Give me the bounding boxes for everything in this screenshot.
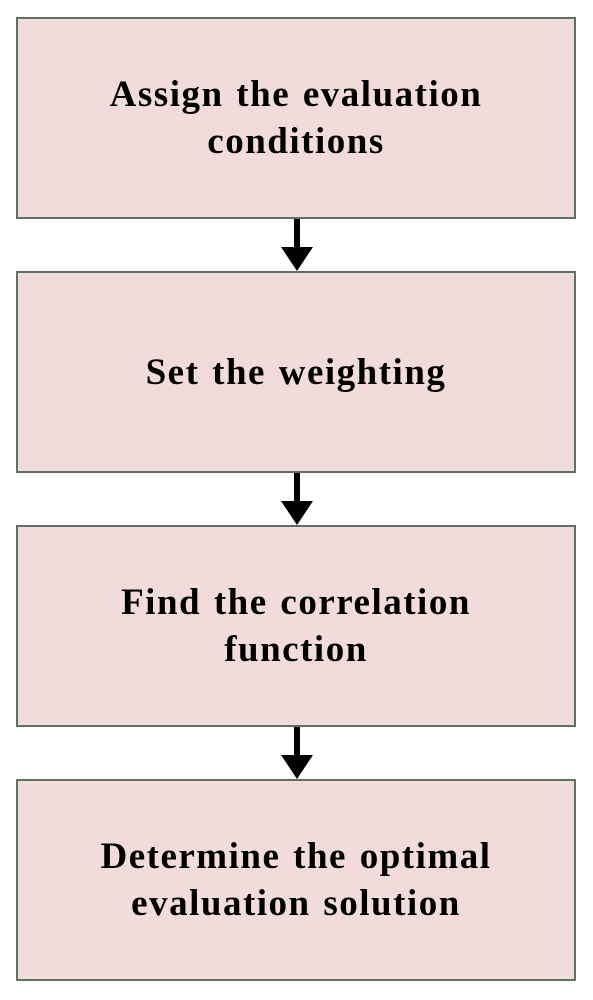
arrow-down-icon xyxy=(281,473,313,525)
step-optimal-solution-label: Determine the optimal evaluation solutio… xyxy=(100,836,492,924)
step-correlation-function-label: Find the correlation function xyxy=(121,582,471,670)
step-assign-conditions-label: Assign the evaluation conditions xyxy=(109,74,483,162)
step-optimal-solution-box: Determine the optimal evaluation solutio… xyxy=(16,779,576,981)
step-correlation-function-box: Find the correlation function xyxy=(16,525,576,727)
step-set-weighting-label: Set the weighting xyxy=(145,351,447,393)
arrow-down-icon xyxy=(281,219,313,271)
step-set-weighting-box: Set the weighting xyxy=(16,271,576,473)
arrow-down-icon xyxy=(281,727,313,779)
step-assign-conditions-box: Assign the evaluation conditions xyxy=(16,17,576,219)
